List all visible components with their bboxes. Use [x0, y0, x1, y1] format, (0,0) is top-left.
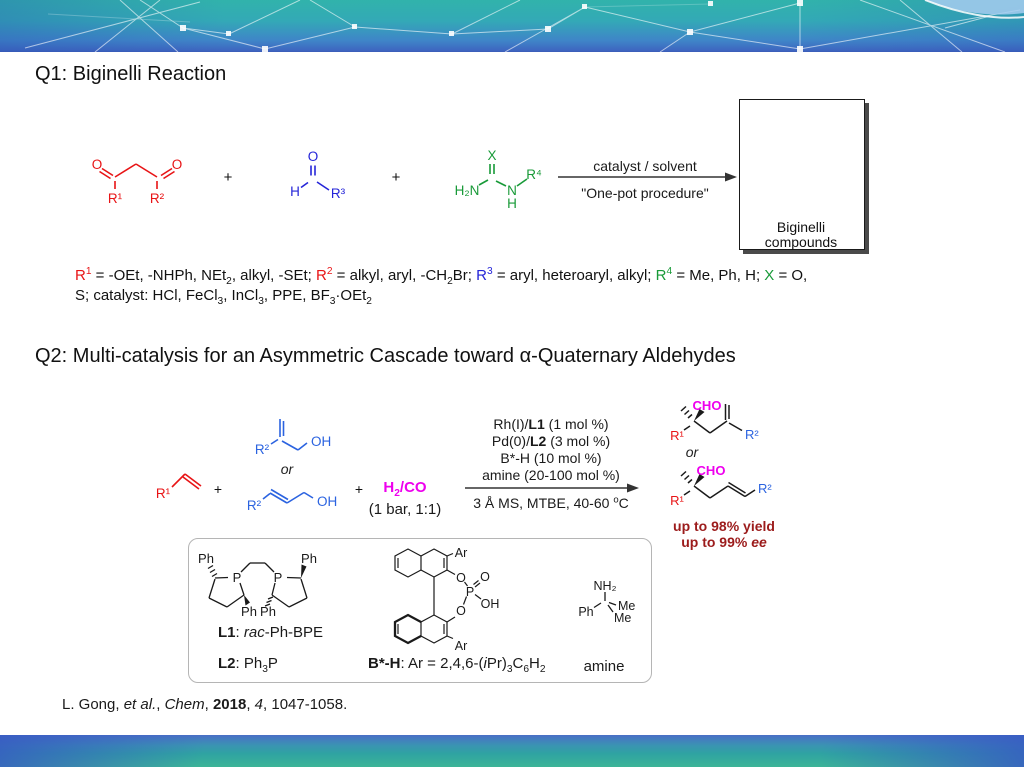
atom-O: O — [456, 604, 466, 618]
reaction-arrow-q2 — [465, 483, 639, 493]
plus-sign: + — [392, 169, 401, 186]
bottom-banner — [0, 735, 1024, 767]
reaction-arrow-q1 — [558, 172, 737, 182]
molecule-ligand-L1: P P Ph Ph Ph Ph — [198, 551, 317, 619]
atom-R2: R² — [150, 191, 165, 206]
bh-label: B*-H: Ar = 2,4,6-(iPr)3C6H2 — [368, 655, 546, 675]
atom-R1: R¹ — [670, 428, 684, 443]
product-caption-line2: compounds — [764, 234, 838, 250]
l2-label: L2: Ph3P — [218, 655, 278, 675]
plus-sign: + — [214, 481, 222, 497]
atom-R2: R² — [758, 481, 772, 496]
product-caption: Biginelli compounds — [741, 220, 861, 250]
conditions-below-arrow: 3 Å MS, MTBE, 40-60 oC — [473, 494, 629, 511]
definitions-line1: R1 = -OEt, -NHPh, NEt2, alkyl, -SEt; R2 … — [75, 266, 808, 287]
atom-R3: R³ — [331, 186, 346, 201]
atom-X: X — [487, 148, 496, 163]
pressure-label: (1 bar, 1:1) — [368, 501, 442, 518]
atom-Ph: Ph — [301, 551, 317, 566]
molecule-product-1: CHO R¹ R² — [670, 398, 759, 443]
atom-Ar: Ar — [455, 546, 468, 560]
top-banner — [0, 0, 1024, 53]
corner-swoosh — [925, 0, 1024, 15]
q2-title: Q2: Multi-catalysis for an Asymmetric Ca… — [35, 345, 736, 367]
atom-Ph: Ph — [260, 604, 276, 619]
atom-N: N — [507, 183, 517, 198]
atom-CHO: CHO — [693, 398, 722, 413]
molecule-product-2: CHO R¹ R² — [670, 463, 772, 508]
conditions-line1: Rh(I)/L1 (1 mol %) — [493, 416, 609, 432]
atom-R2: R² — [745, 427, 759, 442]
atom-OH: OH — [311, 434, 331, 449]
molecule-diketone: O O R¹ R² — [92, 157, 183, 206]
network-lines — [24, 0, 1021, 53]
or-label: or — [686, 444, 700, 460]
atom-R1: R¹ — [156, 486, 171, 501]
atom-R1: R¹ — [108, 191, 123, 206]
q1-title: Q1: Biginelli Reaction — [35, 63, 227, 85]
molecule-methallyl-alcohol: R² OH — [255, 419, 331, 457]
q2-scheme: R¹ + R² OH or R² OH + CHO R — [156, 398, 773, 513]
atom-O: O — [480, 570, 490, 584]
arrow-text-top: catalyst / solvent — [593, 158, 697, 174]
yield-line2: up to 99% ee — [681, 534, 767, 550]
atom-Me: Me — [614, 611, 631, 625]
atom-P: P — [274, 570, 283, 585]
plus-sign: + — [224, 169, 233, 186]
molecule-catalyst-BH: Ar O P O OH O Ar — [393, 546, 500, 653]
molecule-urea: X H₂N N H R⁴ — [455, 148, 542, 211]
atom-CHO: CHO — [697, 463, 726, 478]
product-caption-line1: Biginelli — [776, 219, 826, 235]
atom-H: H — [507, 196, 517, 211]
yield-line1: up to 98% yield — [673, 518, 775, 534]
atom-H: H — [290, 184, 300, 199]
or-label: or — [281, 461, 295, 477]
arrow-text-bottom: "One-pot procedure" — [581, 185, 709, 201]
citation: L. Gong, et al., Chem, 2018, 4, 1047-105… — [62, 696, 348, 713]
molecule-amine: NH₂ Ph Me Me — [578, 579, 635, 625]
molecule-allylic-alcohol: R² OH — [247, 488, 337, 513]
atom-O: O — [92, 157, 103, 172]
atom-R4: R⁴ — [526, 167, 542, 182]
atom-OH: OH — [317, 494, 337, 509]
h2co-label: H2/CO — [383, 479, 427, 499]
atom-OH: OH — [481, 597, 500, 611]
ligand-structures: P P Ph Ph Ph Ph Ar O P O OH O Ar — [198, 546, 635, 653]
atom-P: P — [466, 585, 474, 599]
ligand-box — [188, 538, 652, 683]
molecule-vinyl-alkene: R¹ — [156, 473, 202, 501]
plus-sign: + — [355, 481, 363, 497]
atom-O: O — [308, 149, 319, 164]
atom-R2: R² — [255, 442, 270, 457]
yield-text: up to 98% yield up to 99% ee — [650, 518, 798, 550]
atom-Ph: Ph — [198, 551, 214, 566]
swoosh-line — [924, 0, 1024, 19]
conditions-line3: B*-H (10 mol %) — [500, 450, 602, 466]
network-pattern — [24, 0, 1024, 53]
l1-label: L1: rac-Ph-BPE — [218, 624, 324, 641]
atom-O: O — [172, 157, 183, 172]
atom-Me: Me — [618, 599, 635, 613]
atom-H2N: H₂N — [455, 183, 480, 198]
conditions-line2: Pd(0)/L2 (3 mol %) — [491, 433, 611, 449]
atom-R1: R¹ — [670, 493, 684, 508]
conditions-line4: amine (20-100 mol %) — [482, 467, 620, 483]
molecule-aldehyde: O H R³ — [290, 149, 345, 201]
definitions-line2: S; catalyst: HCl, FeCl3, InCl3, PPE, BF3… — [75, 287, 372, 307]
r-group-definitions: R1 = -OEt, -NHPh, NEt2, alkyl, -SEt; R2 … — [75, 266, 955, 306]
network-nodes — [180, 0, 803, 52]
atom-R2: R² — [247, 498, 262, 513]
product-box — [739, 99, 865, 250]
atom-P: P — [233, 570, 242, 585]
atom-Ph: Ph — [578, 605, 593, 619]
atom-NH2: NH₂ — [594, 579, 617, 593]
atom-Ph: Ph — [241, 604, 257, 619]
amine-label: amine — [583, 658, 625, 675]
atom-O: O — [456, 571, 466, 585]
atom-Ar: Ar — [455, 639, 468, 653]
